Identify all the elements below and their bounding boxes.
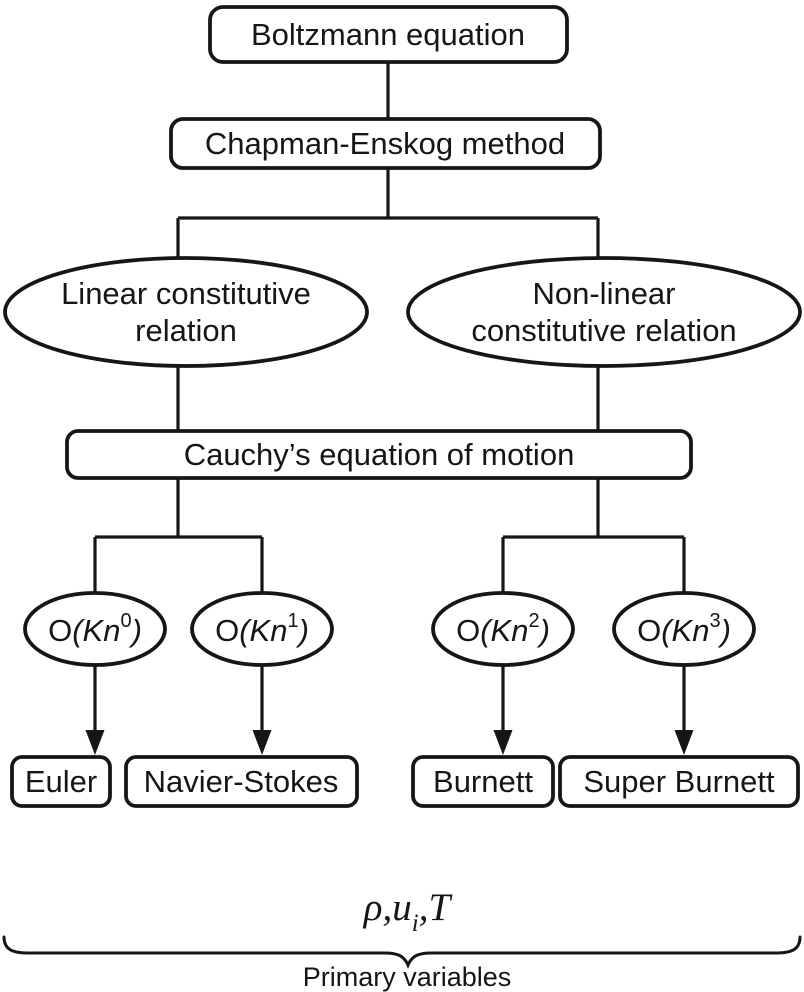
kn0-bigO: O [48,613,72,648]
node-order-kn0: O(Kn0) [23,591,167,667]
kn1-bigO: O [215,613,239,648]
kn3-ellipse [612,591,756,667]
variables-expression: ρ,ui,T [363,886,453,937]
boltzmann-label: Boltzmann equation [251,17,525,52]
node-navier-stokes: Navier-Stokes [124,755,359,808]
node-nonlinear-constitutive: Non-linear constitutive relation [406,256,802,368]
arrow-kn2-head-icon [493,730,513,755]
kn1-close-paren: ) [295,613,309,648]
kn0-ellipse [23,591,167,667]
arrow-kn1-head-icon [252,730,272,755]
connectors [93,62,686,594]
navier-stokes-box [124,755,359,808]
variables-suffix: ,T [419,886,453,929]
kn0-exponent: 0 [120,610,131,632]
kn2-exponent: 2 [528,610,539,632]
kn0-label: O(Kn0) [48,610,142,648]
kn0-close-paren: ) [128,613,142,648]
kn3-open-paren: ( [661,613,674,648]
euler-box [10,755,112,808]
chapman-label: Chapman-Enskog method [205,126,565,161]
navier-stokes-label: Navier-Stokes [144,764,339,799]
nonlinear-ellipse [406,256,802,368]
node-chapman: Chapman-Enskog method [169,117,602,170]
nonlinear-label-line1: Non-linear [532,276,675,311]
kn2-label: O(Kn2) [456,610,550,648]
chapman-box [169,117,602,170]
kn1-label: O(Kn1) [215,610,309,648]
kn1-symbol: Kn [250,613,288,648]
nonlinear-label-line2: constitutive relation [471,313,736,348]
node-order-kn2: O(Kn2) [431,591,575,667]
variables-subscript: i [412,910,419,937]
kn3-label: O(Kn3) [637,610,731,648]
linear-ellipse [3,256,369,368]
super-burnett-label: Super Burnett [583,764,775,799]
node-euler: Euler [10,755,112,808]
kn2-open-paren: ( [480,613,493,648]
kn3-symbol: Kn [672,613,710,648]
kn1-ellipse [190,591,334,667]
node-burnett: Burnett [411,755,555,808]
arrow-kn0-head-icon [85,730,105,755]
linear-label-line2: relation [135,313,237,348]
node-super-burnett: Super Burnett [558,755,800,808]
primary-variables-group: ρ,ui,T Primary variables [2,886,802,992]
kn2-close-paren: ) [536,613,550,648]
linear-label-line1: Linear constitutive [61,276,311,311]
variables-prefix: ρ,u [363,886,412,929]
boltzmann-box [208,5,569,64]
super-burnett-box [558,755,800,808]
kn3-close-paren: ) [717,613,731,648]
primary-variables-label: Primary variables [303,962,512,992]
kn1-open-paren: ( [239,613,252,648]
kn1-exponent: 1 [287,610,298,632]
kn3-bigO: O [637,613,661,648]
kn2-ellipse [431,591,575,667]
cauchy-label: Cauchy’s equation of motion [184,437,575,472]
arrows [85,665,694,755]
burnett-label: Burnett [433,764,533,799]
euler-label: Euler [25,764,97,799]
node-linear-constitutive: Linear constitutive relation [3,256,369,368]
kn2-bigO: O [456,613,480,648]
node-order-kn3: O(Kn3) [612,591,756,667]
burnett-box [411,755,555,808]
kn3-exponent: 3 [709,610,720,632]
node-boltzmann: Boltzmann equation [208,5,569,64]
node-order-kn1: O(Kn1) [190,591,334,667]
node-cauchy: Cauchy’s equation of motion [65,429,693,480]
cauchy-box [65,429,693,480]
arrow-kn3-head-icon [674,730,694,755]
kn0-open-paren: ( [72,613,85,648]
underbrace-icon [2,935,802,969]
kn0-symbol: Kn [83,613,121,648]
kn2-symbol: Kn [491,613,529,648]
